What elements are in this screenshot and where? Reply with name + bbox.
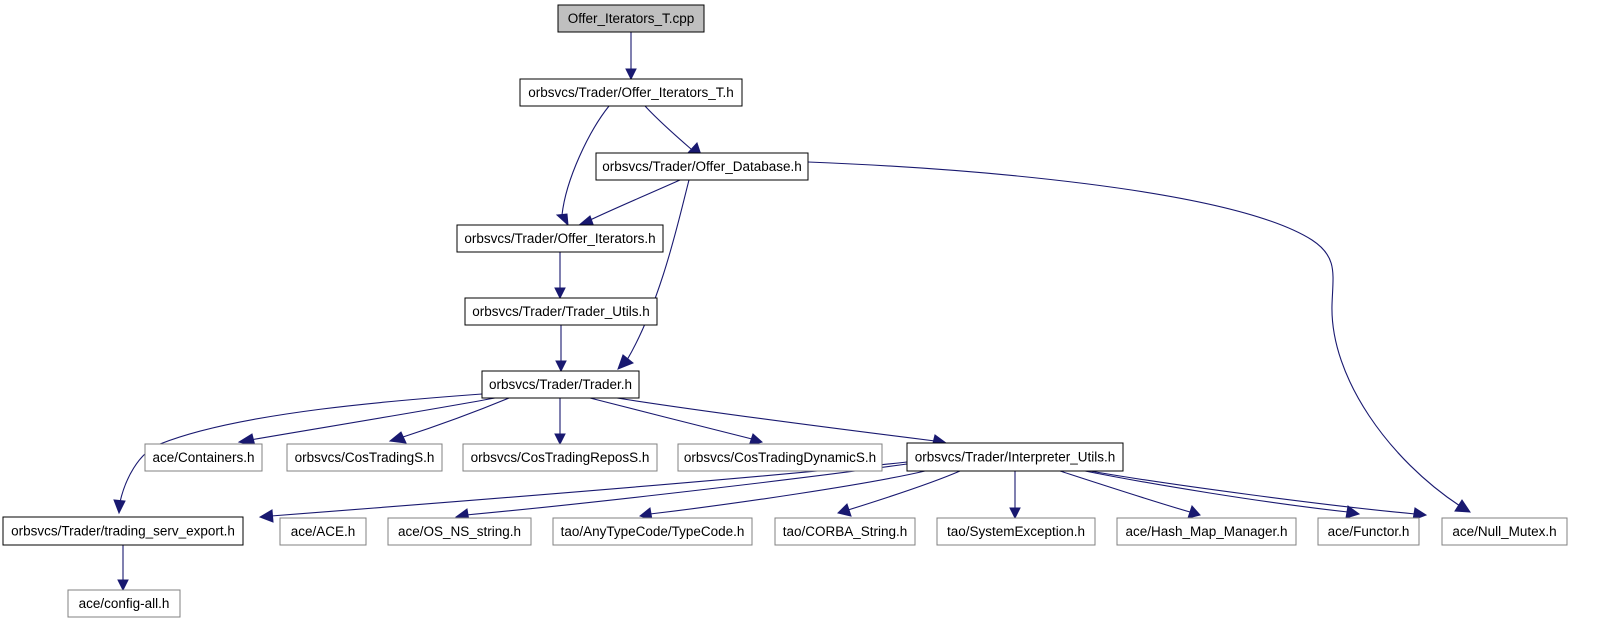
edge-trader_h-to-trading_serv_export_h — [119, 393, 483, 503]
node-cos_trading_repos_s_h[interactable]: orbsvcs/CosTradingReposS.h — [462, 443, 658, 472]
node-box[interactable] — [774, 517, 916, 546]
node-trader_utils_h[interactable]: orbsvcs/Trader/Trader_Utils.h — [464, 297, 658, 326]
arrowhead-icon — [258, 509, 274, 523]
arrowhead-icon — [625, 68, 637, 81]
edge-trader_h-to-cos_trading_dynamic_s_h — [589, 397, 753, 440]
arrowhead-icon — [1454, 499, 1471, 513]
node-ace_functor_h[interactable]: ace/Functor.h — [1317, 517, 1420, 546]
node-box[interactable] — [1441, 517, 1568, 546]
nodes-layer: Offer_Iterators_T.cpp orbsvcs/Trader/Offe… — [2, 4, 1568, 618]
edge-offer_iterators_t_h-to-offer_database.h — [644, 105, 692, 150]
node-label: orbsvcs/Trader/Offer_Iterators.h — [464, 231, 655, 246]
node-ace_ace_h[interactable]: ace/ACE.h — [279, 517, 367, 546]
node-label: tao/AnyTypeCode/TypeCode.h — [561, 524, 745, 539]
node-box[interactable] — [936, 517, 1096, 546]
node-label: ace/Null_Mutex.h — [1452, 524, 1556, 539]
node-trader_h[interactable]: orbsvcs/Trader/Trader.h — [481, 370, 640, 399]
node-box[interactable] — [595, 152, 809, 181]
node-label: orbsvcs/Trader/Trader_Utils.h — [472, 304, 650, 319]
node-box[interactable] — [481, 370, 640, 399]
node-ace_config_all_h[interactable]: ace/config-all.h — [67, 589, 181, 618]
node-box[interactable] — [456, 224, 664, 253]
node-box[interactable] — [144, 443, 263, 472]
arrowhead-icon — [1345, 505, 1361, 519]
edge-offer_database_h-to-trader_h — [626, 179, 690, 361]
edge-interpreter_utils_h-to-ace_os_ns_string_h — [465, 463, 908, 516]
arrowhead-icon — [117, 579, 129, 592]
arrowhead-icon — [617, 354, 634, 370]
node-offer_iterators_h[interactable]: orbsvcs/Trader/Offer_Iterators.h — [456, 224, 664, 253]
edge-offer_database_h-to-offer_iterators_h — [587, 179, 681, 222]
node-label: tao/CORBA_String.h — [783, 524, 908, 539]
node-cos_trading_dynamic_s_h[interactable]: orbsvcs/CosTradingDynamicS.h — [677, 443, 883, 472]
node-label: orbsvcs/CosTradingDynamicS.h — [684, 450, 876, 465]
node-label: orbsvcs/Trader/Trader.h — [489, 377, 632, 392]
node-tao_corba_string_h[interactable]: tao/CORBA_String.h — [774, 517, 916, 546]
node-box[interactable] — [462, 443, 658, 472]
node-cos_trading_s_h[interactable]: orbsvcs/CosTradingS.h — [286, 443, 443, 472]
edge-interpreter_utils_h-to-ace_functor_h — [1084, 470, 1349, 513]
edge-trader_h-to-interpreter_utils_h — [616, 397, 936, 442]
edges-layer — [113, 32, 1471, 592]
node-label: orbsvcs/Trader/Interpreter_Utils.h — [915, 450, 1116, 465]
node-label: orbsvcs/Trader/Offer_Iterators_T.h — [528, 85, 734, 100]
node-box[interactable] — [677, 443, 883, 472]
node-label: ace/config-all.h — [79, 596, 170, 611]
edge-trader_h-to-ace_containers_h — [249, 397, 496, 441]
node-ace_containers_h[interactable]: ace/Containers.h — [144, 443, 263, 472]
edge-interpreter_utils_h-to-ace_hash_map_manager_h — [1059, 470, 1191, 513]
edge-interpreter_utils_h-to-ace_null_mutex_h — [1089, 470, 1416, 515]
node-ace_os_ns_string_h[interactable]: ace/OS_NS_string.h — [387, 517, 532, 546]
node-box[interactable] — [1116, 517, 1297, 546]
node-box[interactable] — [2, 516, 244, 546]
arrowhead-icon — [555, 213, 569, 227]
arrowhead-icon — [555, 360, 567, 373]
node-box[interactable] — [552, 517, 753, 546]
node-label: orbsvcs/Trader/Offer_Database.h — [602, 159, 802, 174]
node-label: ace/Functor.h — [1328, 524, 1410, 539]
node-box[interactable] — [279, 517, 367, 546]
node-offer_iterators_t_cpp[interactable]: Offer_Iterators_T.cpp — [557, 4, 705, 33]
node-ace_hash_map_manager_h[interactable]: ace/Hash_Map_Manager.h — [1116, 517, 1297, 546]
node-box[interactable] — [906, 442, 1124, 472]
arrowhead-icon — [388, 431, 407, 444]
edge-interpreter_utils_h-to-tao_typecode_h — [649, 470, 926, 515]
node-offer_iterators_t_h[interactable]: orbsvcs/Trader/Offer_Iterators_T.h — [519, 78, 743, 107]
node-tao_typecode_h[interactable]: tao/AnyTypeCode/TypeCode.h — [552, 517, 753, 546]
arrowhead-icon — [554, 433, 566, 446]
node-label: orbsvcs/CosTradingS.h — [295, 450, 435, 465]
node-box[interactable] — [519, 78, 743, 107]
edge-trader_h-to-cos_trading_s_h — [399, 397, 510, 439]
node-label: ace/ACE.h — [291, 524, 356, 539]
node-box[interactable] — [286, 443, 443, 472]
arrowhead-icon — [554, 287, 566, 300]
arrowhead-icon — [1187, 505, 1201, 519]
node-ace_null_mutex_h[interactable]: ace/Null_Mutex.h — [1441, 517, 1568, 546]
node-label: tao/SystemException.h — [947, 524, 1085, 539]
node-trading_serv_export_h[interactable]: orbsvcs/Trader/trading_serv_export.h — [2, 516, 244, 546]
node-label: ace/Containers.h — [152, 450, 254, 465]
node-offer_database_h[interactable]: orbsvcs/Trader/Offer_Database.h — [595, 152, 809, 181]
arrowhead-icon — [113, 499, 126, 515]
node-label: ace/Hash_Map_Manager.h — [1125, 524, 1287, 539]
node-box[interactable] — [557, 4, 705, 33]
edge-offer_database_h-to-ace_null_mutex_h — [807, 161, 1461, 507]
edge-interpreter_utils_h-to-tao_corba_string_h — [847, 470, 961, 511]
node-label: orbsvcs/CosTradingReposS.h — [471, 450, 650, 465]
node-box[interactable] — [387, 517, 532, 546]
arrowhead-icon — [1009, 507, 1021, 520]
node-box[interactable] — [464, 297, 658, 326]
node-label: orbsvcs/Trader/trading_serv_export.h — [11, 524, 235, 539]
node-box[interactable] — [1317, 517, 1420, 546]
node-label: Offer_Iterators_T.cpp — [568, 11, 695, 26]
arrowhead-icon — [837, 503, 852, 517]
node-label: ace/OS_NS_string.h — [398, 524, 521, 539]
node-tao_systemexception_h[interactable]: tao/SystemException.h — [936, 517, 1096, 546]
node-interpreter_utils_h[interactable]: orbsvcs/Trader/Interpreter_Utils.h — [906, 442, 1124, 472]
node-box[interactable] — [67, 589, 181, 618]
edge-offer_iterators_t_h-to-offer_iterators_h — [561, 105, 610, 216]
